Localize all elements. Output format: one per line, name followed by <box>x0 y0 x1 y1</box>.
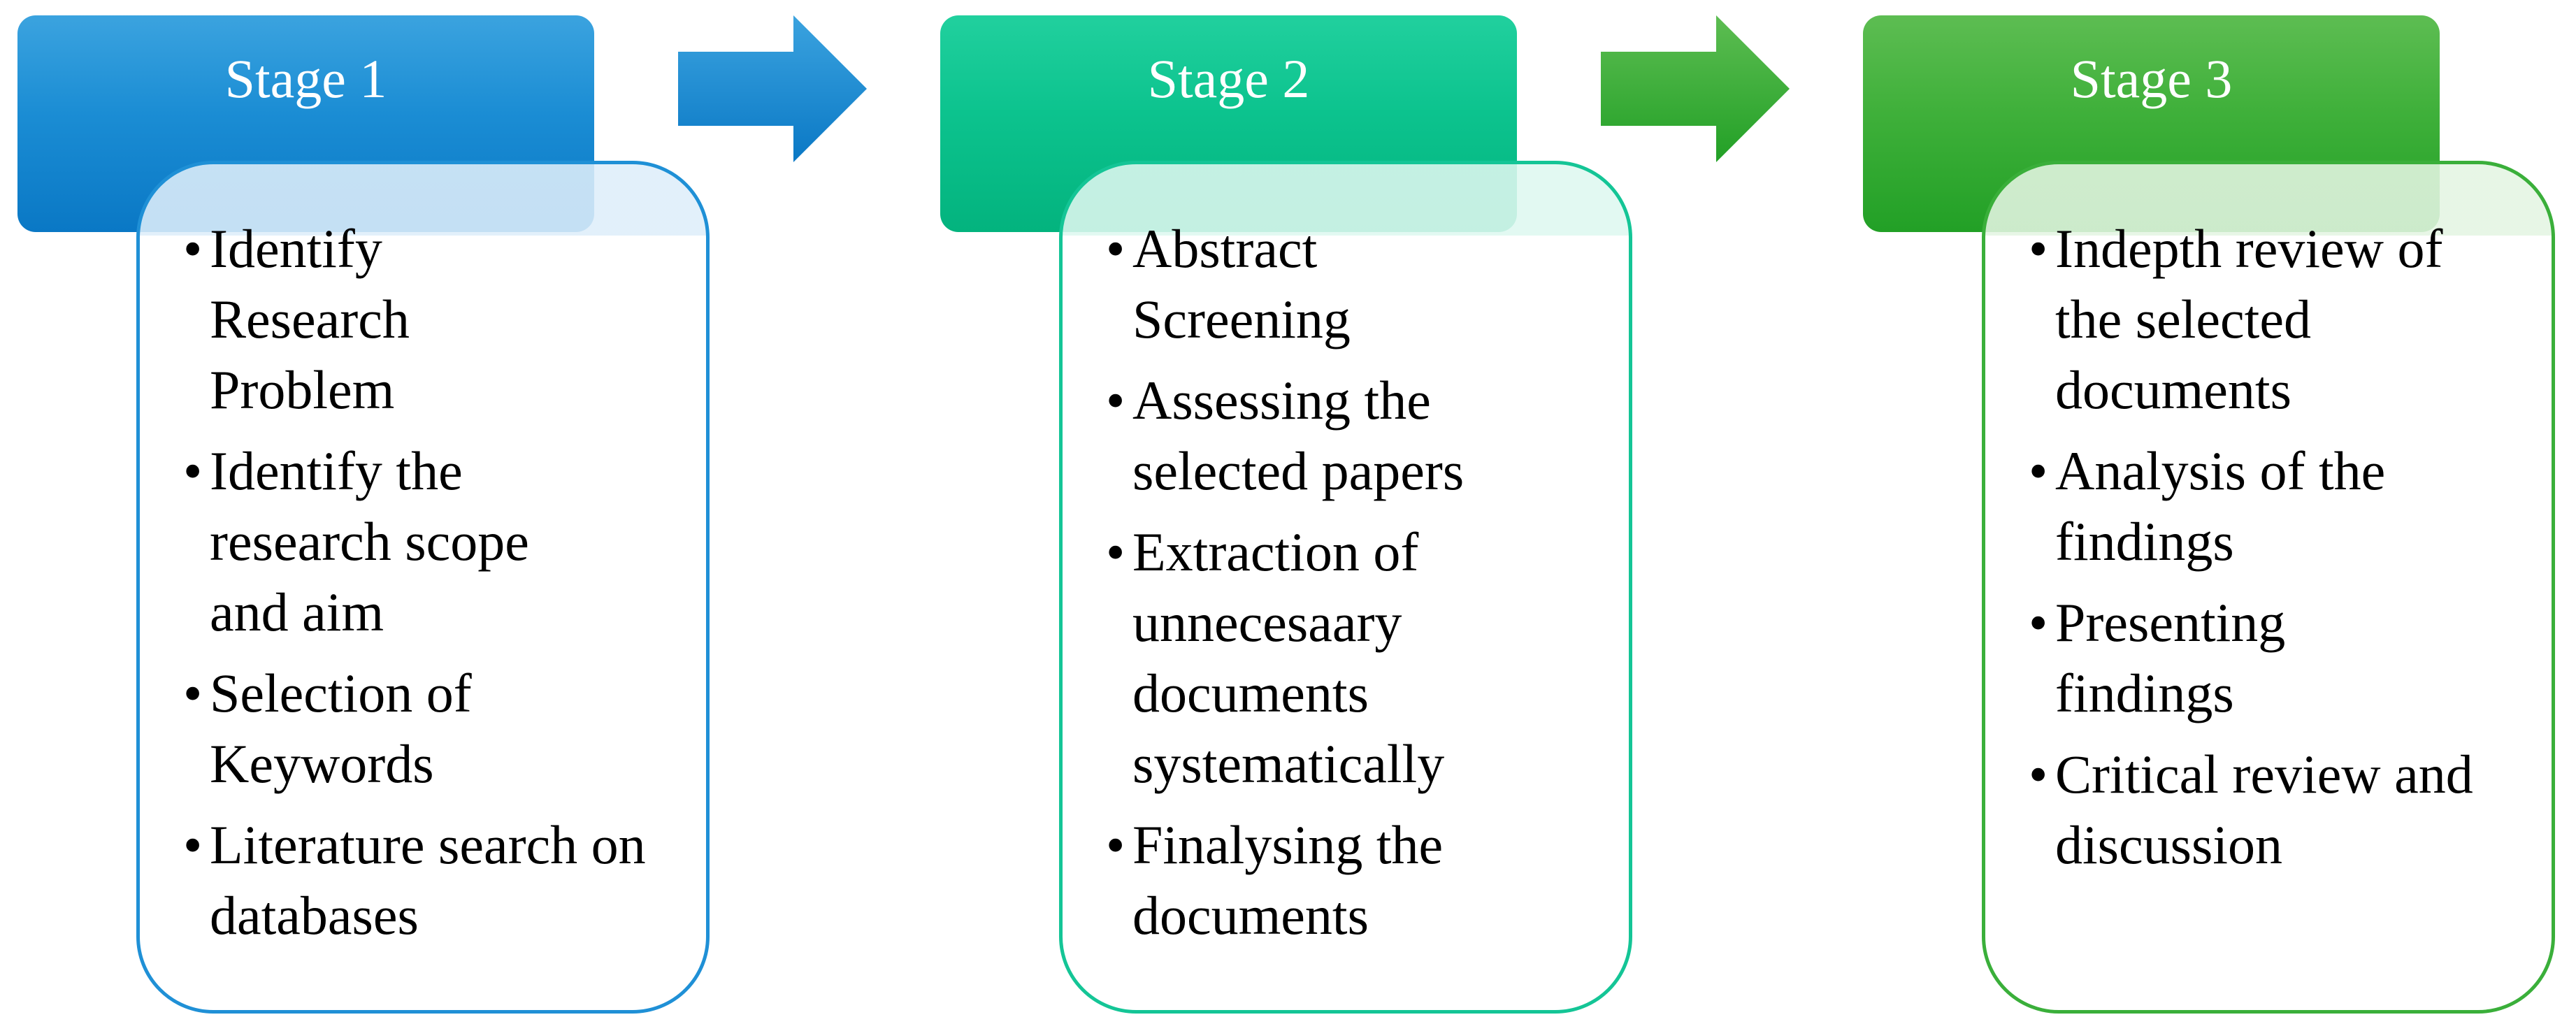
list-item: Presenting findings <box>2029 587 2384 728</box>
stage-2-list: Abstract Screening Assessing the selecte… <box>1106 213 1601 951</box>
list-item: Abstract Screening <box>1106 213 1433 354</box>
list-item: Selection of Keywords <box>183 658 573 799</box>
stage-2-box: Abstract Screening Assessing the selecte… <box>1059 161 1632 1014</box>
stage-3: Stage 3 Indepth review of the selected d… <box>1845 0 2555 1031</box>
list-item: Assessing the selected papers <box>1106 365 1566 506</box>
list-item: Analysis of the findings <box>2029 435 2510 577</box>
list-item: Finalysing the documents <box>1106 809 1594 951</box>
list-item: Identify the research scope and aim <box>183 435 601 647</box>
list-item: Extraction of unnecesaary documents syst… <box>1106 517 1566 799</box>
list-item: Critical review and discussion <box>2029 739 2510 880</box>
arrow-right-icon <box>678 15 867 162</box>
list-item: Literature search on databases <box>183 809 713 951</box>
stage-1: Stage 1 Identify Research Problem Identi… <box>0 0 710 1031</box>
list-item: Identify Research Problem <box>183 213 573 425</box>
stage-3-list: Indepth review of the selected documents… <box>2029 213 2524 880</box>
stage-3-box: Indepth review of the selected documents… <box>1982 161 2555 1014</box>
stage-1-box: Identify Research Problem Identify the r… <box>136 161 710 1014</box>
list-item: Indepth review of the selected documents <box>2029 213 2482 425</box>
stage-1-list: Identify Research Problem Identify the r… <box>183 213 678 951</box>
arrow-right-icon <box>1601 15 1790 162</box>
stage-2: Stage 2 Abstract Screening Assessing the… <box>923 0 1632 1031</box>
